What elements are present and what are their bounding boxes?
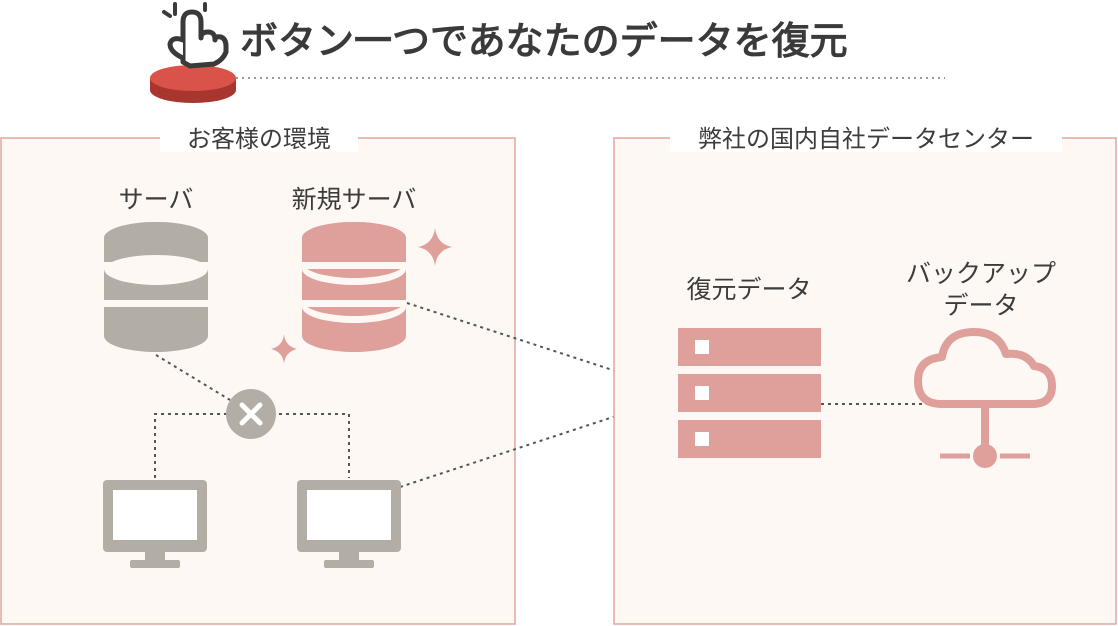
restore-data-label: 復元データ [686,275,811,304]
hand-pointer-icon [162,2,229,69]
backup-data-label-line1: バックアップ [906,259,1056,288]
database-icon [104,222,208,352]
server-rack-icon [678,328,821,458]
server-label: サーバ [119,185,194,214]
monitor-icon [103,480,207,568]
header: ボタン一つであなたのデータを復元 [150,2,945,103]
new-server-label: 新規サーバ [292,185,417,214]
datacenter-panel-title: 弊社の国内自社データセンター [698,125,1034,153]
datacenter-panel-title-bg [670,124,1062,152]
sparkle-icon [271,334,297,364]
customer-panel-title-bg [160,124,358,152]
sparkle-icon [418,228,452,266]
datacenter-panel: 弊社の国内自社データセンター 復元データ バックアップ データ [613,124,1117,625]
customer-panel-frame [0,137,516,625]
cloud-network-icon [914,328,1056,468]
close-icon [226,389,276,439]
customer-panel-title: お客様の環境 [187,125,331,153]
backup-data-label-line2: データ [943,291,1018,320]
push-button-icon [150,65,236,103]
page-title: ボタン一つであなたのデータを復元 [240,19,848,63]
new-database-icon [302,222,406,352]
customer-panel: お客様の環境 サーバ 新規サーバ [0,124,681,625]
monitor-icon [297,480,401,568]
